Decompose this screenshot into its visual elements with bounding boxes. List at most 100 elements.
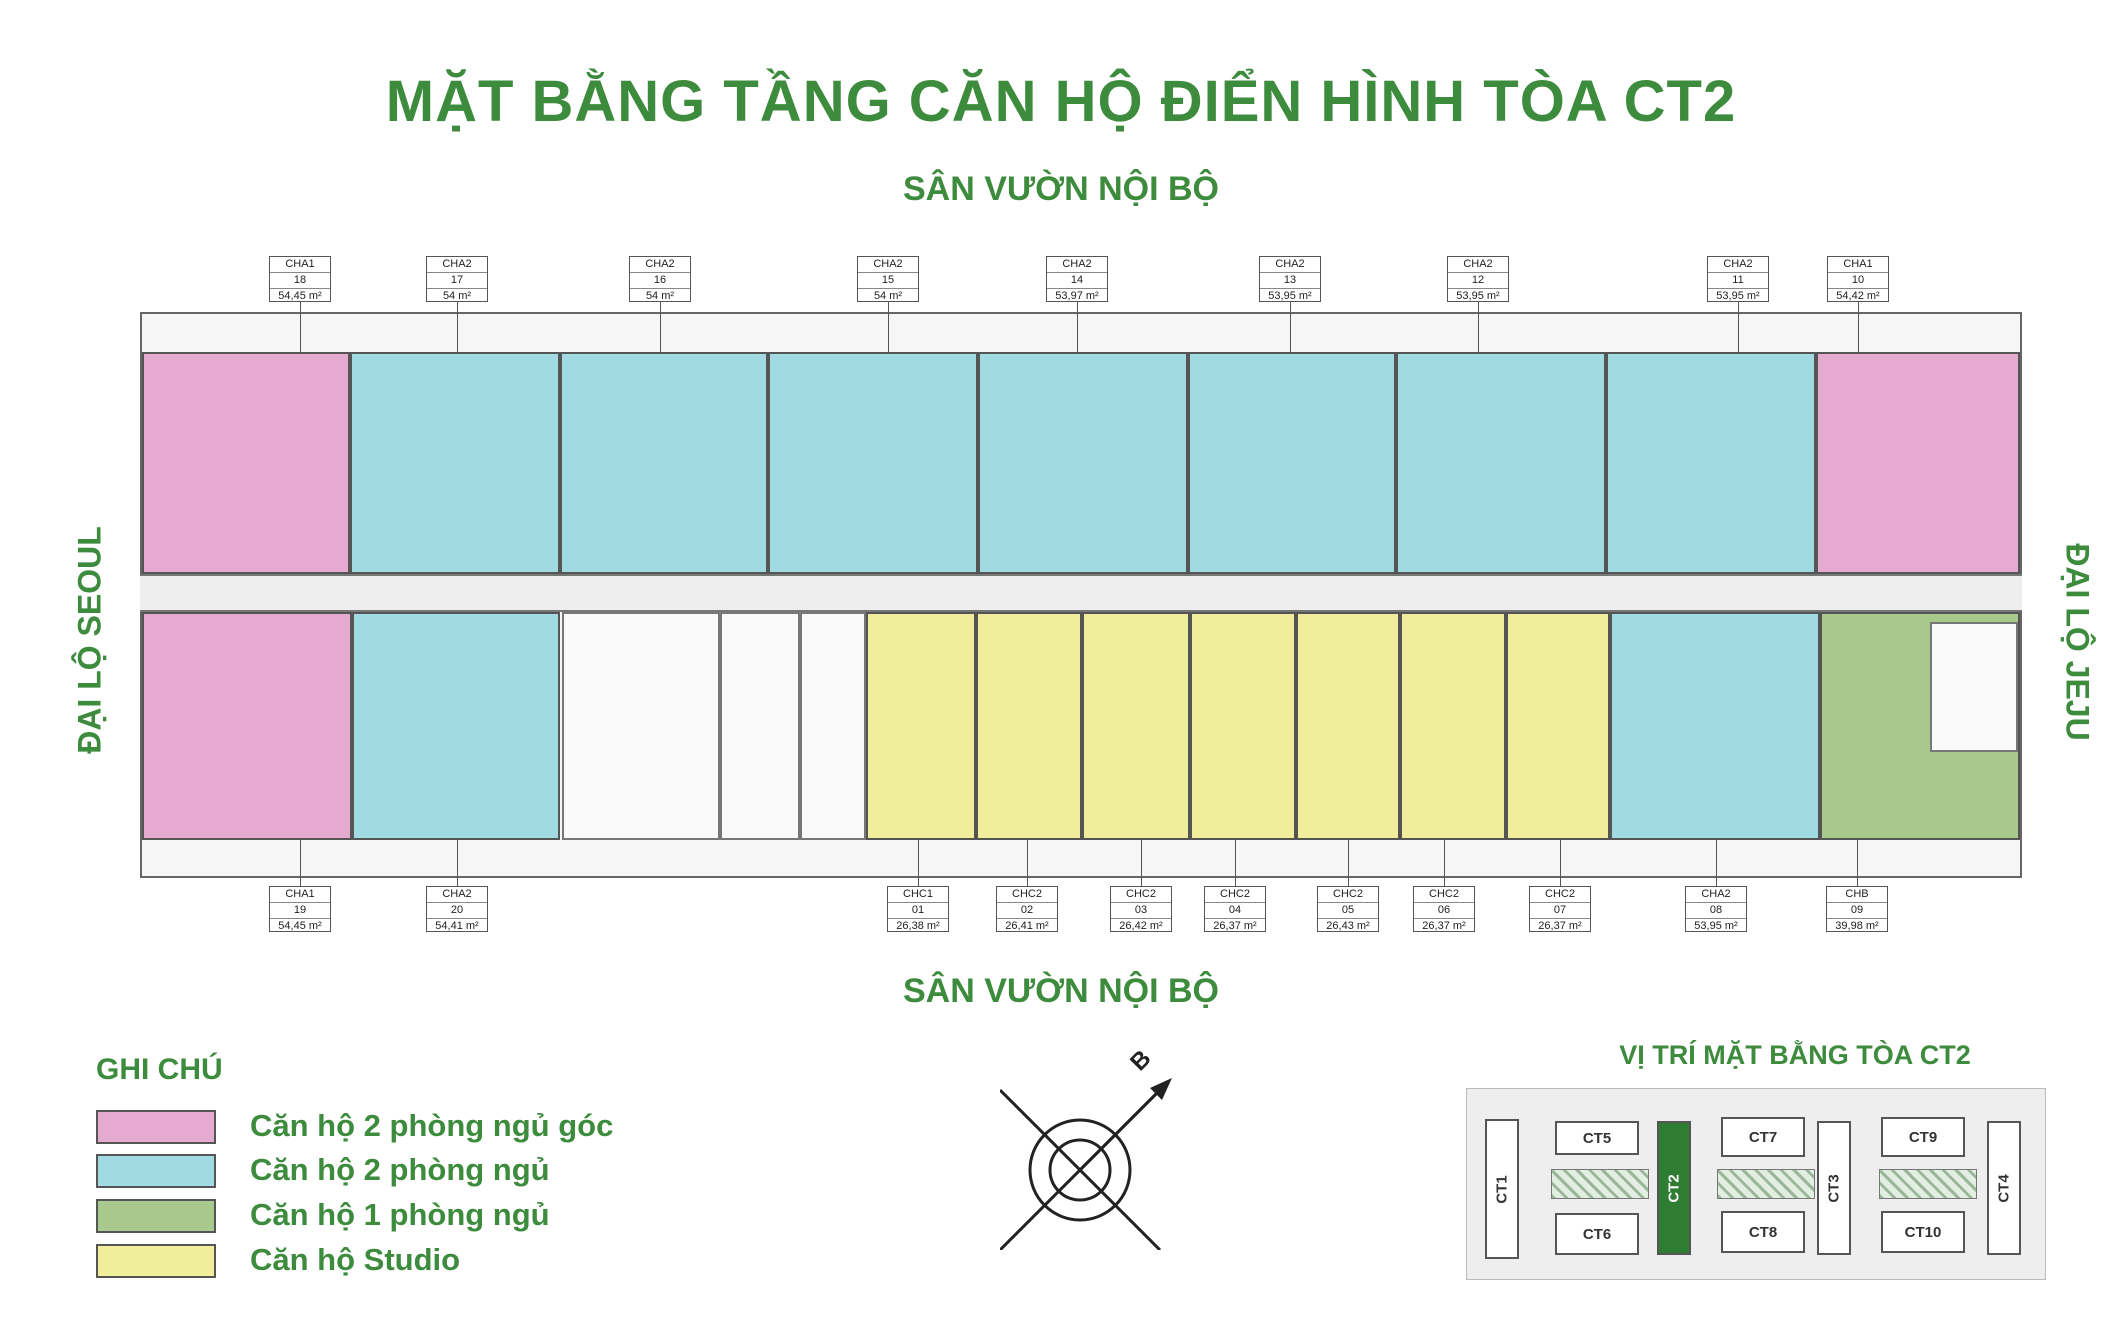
unit-tag-area: 54,45 m²	[278, 290, 322, 302]
unit-tag-area: 26,42 m²	[1119, 920, 1163, 932]
unit-tag-num: 14	[1047, 273, 1107, 289]
unit-tag-leader	[1235, 840, 1236, 886]
block-ct10: CT10	[1881, 1211, 1965, 1253]
block-ct1: CT1	[1485, 1119, 1519, 1259]
legend-label: Căn hộ Studio	[250, 1242, 461, 1277]
unit-tag-leader	[1290, 302, 1291, 352]
unit-tag-num: 04	[1205, 903, 1265, 919]
unit-tag-type: CHA2	[427, 257, 487, 273]
legend-label: Căn hộ 1 phòng ngủ	[250, 1197, 550, 1232]
legend-swatch	[96, 1110, 216, 1144]
compass-label: B	[1125, 1050, 1156, 1076]
unit-04	[1190, 612, 1296, 840]
unit-tag-leader	[660, 302, 661, 352]
unit-05	[1296, 612, 1400, 840]
green-space	[1551, 1169, 1649, 1199]
unit-tag-area: 54 m²	[873, 290, 903, 302]
block-ct7: CT7	[1721, 1117, 1805, 1157]
unit-tag-num: 09	[1827, 903, 1887, 919]
unit-tag-type: CHC2	[1318, 887, 1378, 903]
unit-tag-area: 54 m²	[442, 290, 472, 302]
garden-label-top: SÂN VƯỜN NỘI BỘ	[902, 170, 1219, 208]
unit-20	[352, 612, 560, 840]
unit-tag-leader	[300, 302, 301, 352]
unit-tag-area: 53,95 m²	[1716, 290, 1760, 302]
block-ct4: CT4	[1987, 1121, 2021, 1255]
block-ct8: CT8	[1721, 1211, 1805, 1253]
unit-tag-num: 20	[427, 903, 487, 919]
elevator-core	[800, 612, 866, 840]
unit-tag-num: 03	[1111, 903, 1171, 919]
unit-tag-leader	[1141, 840, 1142, 886]
unit-tag-leader	[1027, 840, 1028, 886]
lobby	[720, 612, 800, 840]
unit-tag-type: CHC2	[1414, 887, 1474, 903]
unit-tag-type: CHA2	[1708, 257, 1768, 273]
unit-tag-area: 54,42 m²	[1836, 290, 1880, 302]
unit-17	[350, 352, 560, 574]
unit-tag-num: 07	[1530, 903, 1590, 919]
unit-tag-leader	[1738, 302, 1739, 352]
unit-tag-area: 26,43 m²	[1326, 920, 1370, 932]
unit-tag-num: 13	[1260, 273, 1320, 289]
unit-tag-num: 15	[858, 273, 918, 289]
unit-tag-num: 08	[1686, 903, 1746, 919]
unit-03	[1082, 612, 1190, 840]
legend-swatch	[96, 1154, 216, 1188]
unit-tag-leader	[1077, 302, 1078, 352]
unit-tag-num: 01	[888, 903, 948, 919]
unit-18	[142, 352, 350, 574]
unit-tag-area: 53,95 m²	[1694, 920, 1738, 932]
unit-08	[1610, 612, 1820, 840]
unit-tag-type: CHA1	[270, 257, 330, 273]
unit-tag-area: 26,41 m²	[1005, 920, 1049, 932]
unit-tag-area: 53,97 m²	[1055, 290, 1099, 302]
stair-core-right	[1930, 622, 2018, 752]
unit-tag-type: CHA2	[858, 257, 918, 273]
block-ct2: CT2	[1657, 1121, 1691, 1255]
legend-swatch	[96, 1244, 216, 1278]
unit-tag-area: 53,95 m²	[1268, 290, 1312, 302]
unit-tag-type: CHC2	[1111, 887, 1171, 903]
unit-06	[1400, 612, 1506, 840]
unit-tag-leader	[457, 302, 458, 352]
unit-13	[1188, 352, 1396, 574]
unit-tag-type: CHA1	[1828, 257, 1888, 273]
unit-tag-num: 05	[1318, 903, 1378, 919]
unit-tag-leader	[1857, 840, 1858, 886]
unit-tag-num: 11	[1708, 273, 1768, 289]
central-corridor	[140, 574, 2022, 612]
unit-12	[1396, 352, 1606, 574]
unit-tag-num: 10	[1828, 273, 1888, 289]
unit-tag-type: CHA2	[427, 887, 487, 903]
unit-02	[976, 612, 1082, 840]
legend-title: GHI CHÚ	[96, 1053, 223, 1086]
block-ct6: CT6	[1555, 1213, 1639, 1255]
unit-11	[1606, 352, 1816, 574]
block-ct5: CT5	[1555, 1121, 1639, 1155]
unit-10	[1816, 352, 2020, 574]
road-label-jeju: ĐẠI LỘ JEJU	[2059, 543, 2096, 741]
unit-tag-type: CHB	[1827, 887, 1887, 903]
unit-tag-type: CHA2	[1686, 887, 1746, 903]
legend-label: Căn hộ 2 phòng ngủ	[250, 1152, 550, 1187]
unit-tag-leader	[1716, 840, 1717, 886]
unit-tag-num: 19	[270, 903, 330, 919]
unit-tag-num: 18	[270, 273, 330, 289]
unit-tag-area: 26,38 m²	[896, 920, 940, 932]
unit-tag-area: 26,37 m²	[1213, 920, 1257, 932]
road-label-seoul: ĐẠI LỘ SEOUL	[71, 526, 108, 754]
unit-tag-num: 06	[1414, 903, 1474, 919]
